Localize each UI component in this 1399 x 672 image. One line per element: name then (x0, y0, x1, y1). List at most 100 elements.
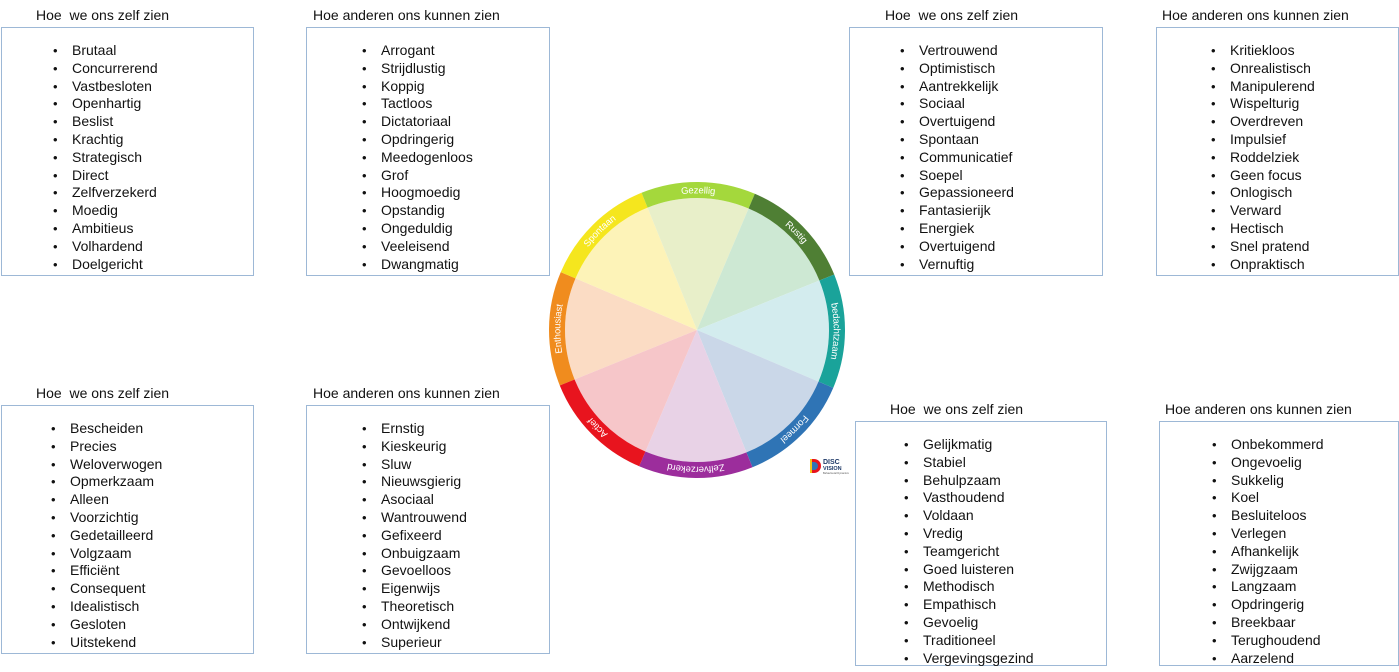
trait-item: Energiek (900, 220, 1102, 238)
trait-item: Arrogant (362, 42, 549, 60)
wheel-wedge (697, 330, 819, 453)
trait-item: Gefixeerd (362, 527, 549, 545)
trait-item: Idealistisch (51, 598, 253, 616)
traits-box-self-bottom-right: GelijkmatigStabielBehulpzaamVasthoudendV… (855, 421, 1107, 668)
trait-item: Koppig (362, 78, 549, 96)
trait-item: Roddelziek (1211, 149, 1398, 167)
trait-item: Precies (51, 438, 253, 456)
disc-vision-logo: DISC VISION Behavioural Dynamics (808, 456, 852, 476)
trait-item: Direct (53, 167, 253, 185)
trait-item: Behulpzaam (904, 472, 1106, 490)
wheel-ring-segment (818, 274, 845, 388)
trait-item: Opdringerig (362, 131, 549, 149)
trait-item: Optimistisch (900, 60, 1102, 78)
trait-item: Gevoelig (904, 614, 1106, 632)
trait-item: Theoretisch (362, 598, 549, 616)
disc-color-wheel: EnthousiastSpontaanGezelligRustigbedacht… (549, 182, 845, 478)
trait-item: Strijdlustig (362, 60, 549, 78)
trait-item: Volhardend (53, 238, 253, 256)
heading-others-bottom-left: Hoe anderen ons kunnen zien (313, 385, 500, 401)
heading-self-top-right: Hoe we ons zelf zien (885, 7, 1019, 23)
wheel-segment-label: Gezellig (681, 185, 716, 197)
traits-list: OnbekommerdOngevoeligSukkeligKoelBesluit… (1212, 436, 1398, 668)
trait-item: Snel pratend (1211, 238, 1398, 256)
wheel-segment-label-text: Zelfverzekerd (666, 461, 725, 475)
wheel-wedge (645, 330, 747, 463)
trait-item: Opmerkzaam (51, 473, 253, 491)
trait-item: Voldaan (904, 507, 1106, 525)
heading-others-top-right: Hoe anderen ons kunnen zien (1162, 7, 1349, 23)
trait-item: Veeleisend (362, 238, 549, 256)
trait-item: Traditioneel (904, 632, 1106, 650)
trait-item: Opdringerig (1212, 596, 1398, 614)
trait-item: Gedetailleerd (51, 527, 253, 545)
trait-item: Sluw (362, 456, 549, 474)
trait-item: Asociaal (362, 491, 549, 509)
traits-list: GelijkmatigStabielBehulpzaamVasthoudendV… (904, 436, 1106, 668)
traits-list: ErnstigKieskeurigSluwNieuwsgierigAsociaa… (362, 420, 549, 652)
trait-item: Ambitieus (53, 220, 253, 238)
trait-item: Hectisch (1211, 220, 1398, 238)
wheel-wedge (565, 278, 697, 380)
trait-item: Weloverwogen (51, 456, 253, 474)
traits-box-self-bottom-left: BescheidenPreciesWeloverwogenOpmerkzaamA… (1, 405, 254, 654)
traits-list: ArrogantStrijdlustigKoppigTactloosDictat… (362, 42, 549, 273)
trait-item: Volgzaam (51, 545, 253, 563)
trait-item: Kritiekloos (1211, 42, 1398, 60)
wheel-ring-segment (641, 182, 755, 209)
heading-self-top-left: Hoe we ons zelf zien (36, 7, 170, 23)
trait-item: Onpraktisch (1211, 256, 1398, 274)
traits-box-others-bottom-left: ErnstigKieskeurigSluwNieuwsgierigAsociaa… (306, 405, 550, 654)
trait-item: Overdreven (1211, 113, 1398, 131)
wheel-segment-label: bedachtzaam (828, 302, 842, 361)
trait-item: Spontaan (900, 131, 1102, 149)
wheel-segment-label: Zelfverzekerd (666, 461, 725, 475)
wheel-wedge (647, 198, 749, 330)
trait-item: Meedogenloos (362, 149, 549, 167)
trait-item: Beslist (53, 113, 253, 131)
trait-item: Breekbaar (1212, 614, 1398, 632)
traits-box-others-top-left: ArrogantStrijdlustigKoppigTactloosDictat… (306, 27, 550, 276)
trait-item: Wispelturig (1211, 95, 1398, 113)
trait-item: Voorzichtig (51, 509, 253, 527)
heading-others-top-left: Hoe anderen ons kunnen zien (313, 7, 500, 23)
logo-text-line3: Behavioural Dynamics (823, 471, 850, 475)
wheel-ring-segment (559, 379, 646, 467)
wheel-ring-segment (746, 381, 834, 468)
trait-item: Zwijgzaam (1212, 561, 1398, 579)
trait-item: Soepel (900, 167, 1102, 185)
trait-item: Communicatief (900, 149, 1102, 167)
trait-item: Tactloos (362, 95, 549, 113)
trait-item: Ongevoelig (1212, 454, 1398, 472)
trait-item: Strategisch (53, 149, 253, 167)
traits-list: KritiekloosOnrealistischManipulerendWisp… (1211, 42, 1398, 274)
heading-others-bottom-right: Hoe anderen ons kunnen zien (1165, 401, 1352, 417)
trait-item: Doelgericht (53, 256, 253, 274)
trait-item: Geen focus (1211, 167, 1398, 185)
trait-item: Vastbesloten (53, 78, 253, 96)
trait-item: Onrealistisch (1211, 60, 1398, 78)
trait-item: Onbekommerd (1212, 436, 1398, 454)
trait-item: Vergevingsgezind (904, 650, 1106, 668)
wheel-wedge (697, 280, 829, 382)
trait-item: Krachtig (53, 131, 253, 149)
trait-item: Superieur (362, 634, 549, 652)
trait-item: Alleen (51, 491, 253, 509)
trait-item: Kieskeurig (362, 438, 549, 456)
heading-self-bottom-right: Hoe we ons zelf zien (890, 401, 1024, 417)
trait-item: Ernstig (362, 420, 549, 438)
traits-box-self-top-left: BrutaalConcurrerendVastbeslotenOpenharti… (1, 27, 254, 276)
trait-item: Brutaal (53, 42, 253, 60)
trait-item: Nieuwsgierig (362, 473, 549, 491)
trait-item: Vertrouwend (900, 42, 1102, 60)
trait-item: Fantasierijk (900, 202, 1102, 220)
trait-item: Aarzelend (1212, 650, 1398, 668)
trait-item: Bescheiden (51, 420, 253, 438)
traits-box-others-top-right: KritiekloosOnrealistischManipulerendWisp… (1156, 27, 1399, 276)
traits-list: BrutaalConcurrerendVastbeslotenOpenharti… (53, 42, 253, 274)
trait-item: Zelfverzekerd (53, 184, 253, 202)
disc-vision-logo-mark: DISC VISION Behavioural Dynamics (810, 459, 850, 475)
trait-item: Langzaam (1212, 578, 1398, 596)
trait-item: Vredig (904, 525, 1106, 543)
wheel-ring-segment (748, 193, 835, 281)
